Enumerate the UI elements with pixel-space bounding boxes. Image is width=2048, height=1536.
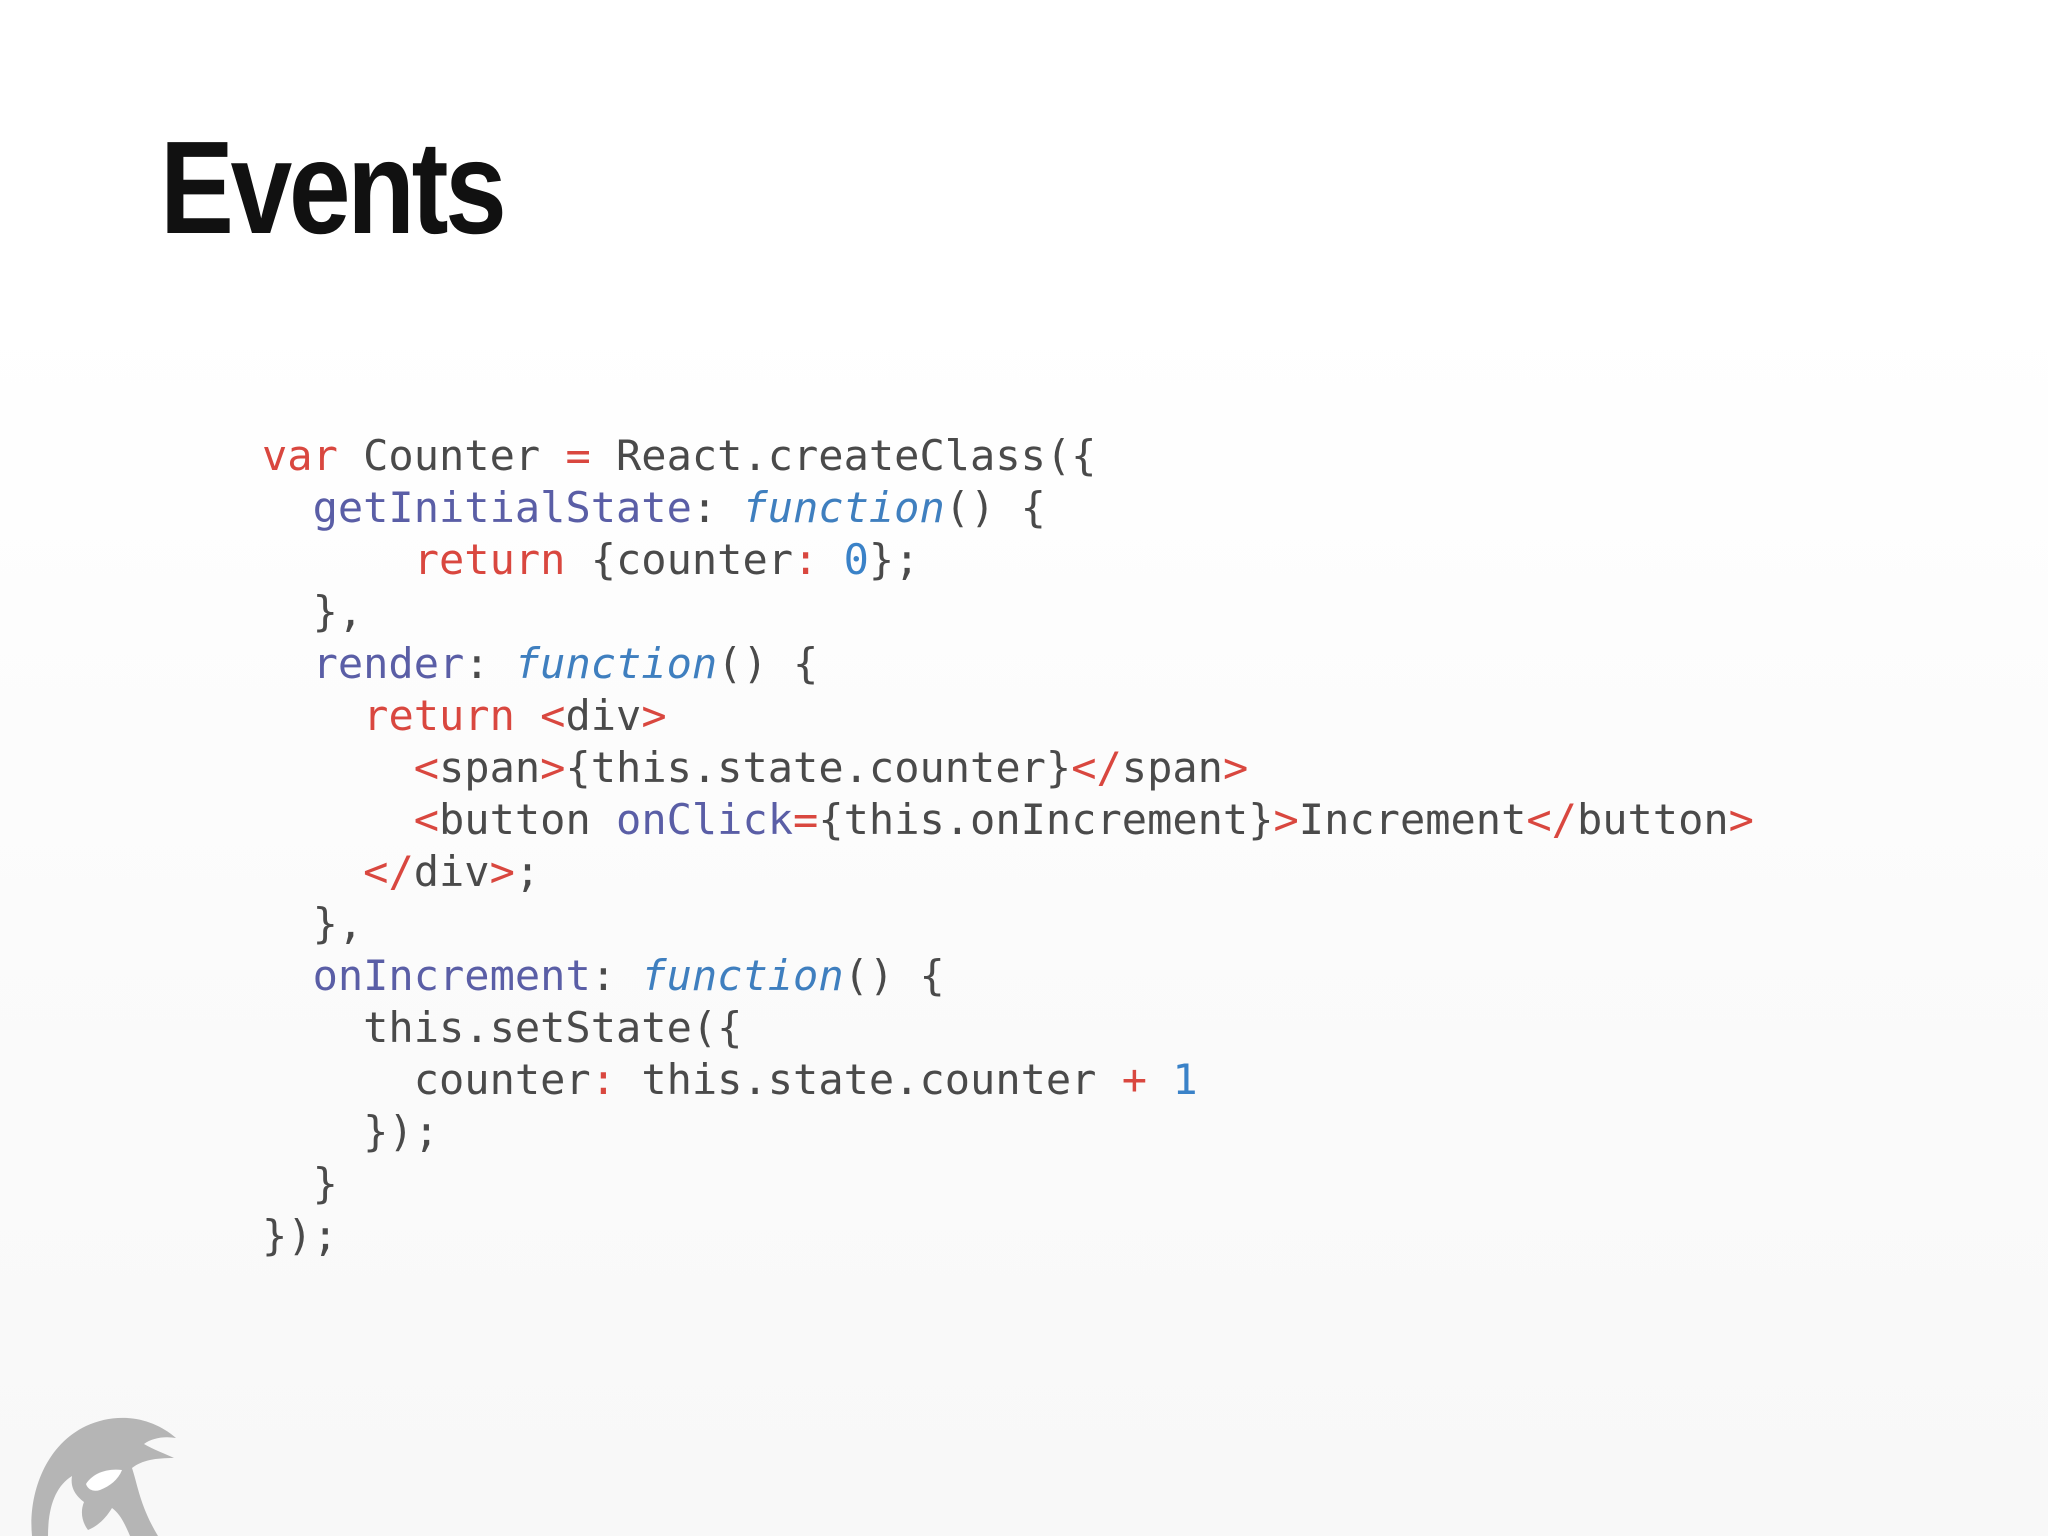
code-line: </div>; xyxy=(262,846,1754,898)
slide-title: Events xyxy=(160,114,507,261)
code-token: return xyxy=(363,691,515,740)
code-token: this.setState({ xyxy=(262,1003,743,1052)
code-token: </ xyxy=(363,847,414,896)
code-token: () { xyxy=(944,483,1046,532)
code-token: {counter xyxy=(565,535,794,584)
code-block: var Counter = React.createClass({ getIni… xyxy=(262,430,1754,1262)
code-token xyxy=(262,639,313,688)
code-token: () { xyxy=(843,951,945,1000)
code-token: ; xyxy=(514,847,541,896)
code-token: () { xyxy=(717,639,819,688)
code-token: : xyxy=(793,535,819,584)
code-token: </ xyxy=(1071,743,1122,792)
code-token xyxy=(262,691,363,740)
code-token xyxy=(262,743,414,792)
code-token: : xyxy=(590,951,642,1000)
code-token: {this.state.counter} xyxy=(565,743,1072,792)
code-line: getInitialState: function() { xyxy=(262,482,1754,534)
code-line: }); xyxy=(262,1210,1754,1262)
code-token: < xyxy=(413,795,440,844)
code-token: > xyxy=(540,743,566,792)
code-token: 0 xyxy=(843,535,869,584)
code-token xyxy=(262,535,414,584)
code-line: } xyxy=(262,1158,1754,1210)
code-token: div xyxy=(565,691,642,740)
code-token: = xyxy=(565,431,591,480)
code-token: render xyxy=(312,639,465,688)
code-token: Increment xyxy=(1298,795,1527,844)
code-token: < xyxy=(413,743,440,792)
code-token: button xyxy=(1576,795,1729,844)
code-token: > xyxy=(641,691,667,740)
code-line: <button onClick={this.onIncrement}>Incre… xyxy=(262,794,1754,846)
code-token: + xyxy=(1121,1055,1148,1104)
code-line: render: function() { xyxy=(262,638,1754,690)
code-token: button xyxy=(439,795,617,844)
code-token: > xyxy=(1728,795,1754,844)
code-token: span xyxy=(1121,743,1223,792)
code-line: <span>{this.state.counter}</span> xyxy=(262,742,1754,794)
code-line: return {counter: 0}; xyxy=(262,534,1754,586)
code-token: function xyxy=(514,639,718,688)
code-token: function xyxy=(641,951,844,1000)
code-token: onIncrement xyxy=(312,951,591,1000)
code-token: getInitialState xyxy=(312,483,692,532)
code-line: var Counter = React.createClass({ xyxy=(262,430,1754,482)
code-token xyxy=(515,691,540,740)
code-token: }, xyxy=(262,899,364,948)
code-token: span xyxy=(439,743,541,792)
code-token: }, xyxy=(262,587,364,636)
code-token: < xyxy=(540,691,566,740)
code-token xyxy=(818,535,843,584)
code-token: return xyxy=(413,535,566,584)
code-token: }; xyxy=(868,535,920,584)
code-token: : xyxy=(590,1055,617,1104)
code-line: }, xyxy=(262,586,1754,638)
code-token: React.createClass({ xyxy=(590,431,1097,480)
code-token: this.state.counter xyxy=(616,1055,1122,1104)
code-token: var xyxy=(262,431,338,480)
code-token: > xyxy=(1222,743,1249,792)
code-token: </ xyxy=(1526,795,1577,844)
code-token xyxy=(1147,1055,1172,1104)
spartan-helmet-icon xyxy=(31,1417,176,1536)
code-line: counter: this.state.counter + 1 xyxy=(262,1054,1754,1106)
code-token xyxy=(262,847,363,896)
code-token: }); xyxy=(262,1107,440,1156)
code-line: onIncrement: function() { xyxy=(262,950,1754,1002)
code-token: Counter xyxy=(337,431,566,480)
code-line: this.setState({ xyxy=(262,1002,1754,1054)
code-line: }, xyxy=(262,898,1754,950)
code-token: {this.onIncrement} xyxy=(818,795,1274,844)
code-token: : xyxy=(691,483,743,532)
code-line: }); xyxy=(262,1106,1754,1158)
code-token xyxy=(262,795,414,844)
code-token: > xyxy=(489,847,515,896)
code-token: : xyxy=(464,639,515,688)
code-token xyxy=(262,951,313,1000)
code-token: = xyxy=(793,795,819,844)
code-token: onClick xyxy=(616,795,794,844)
code-token: function xyxy=(742,483,945,532)
code-token: > xyxy=(1273,795,1299,844)
code-token: } xyxy=(262,1159,338,1208)
code-token: 1 xyxy=(1172,1055,1198,1104)
code-token: div xyxy=(413,847,490,896)
code-token: counter xyxy=(262,1055,591,1104)
code-token xyxy=(262,483,313,532)
code-token: }); xyxy=(262,1211,338,1260)
code-line: return <div> xyxy=(262,690,1754,742)
